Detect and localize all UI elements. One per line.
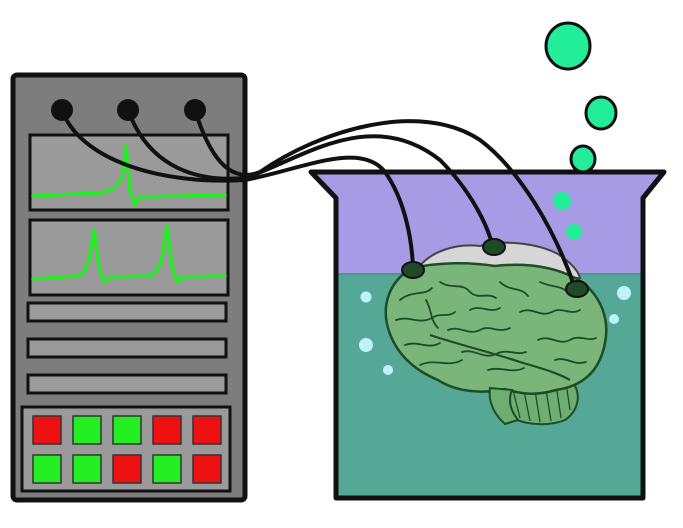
machine-slot <box>26 337 228 359</box>
panel-button-green <box>72 415 102 445</box>
cable <box>60 108 415 270</box>
machine-slot <box>26 373 228 395</box>
panel-button-red <box>192 454 222 484</box>
bubble-icon <box>359 338 373 352</box>
cable <box>126 108 495 250</box>
liquid-bubbles <box>359 286 631 375</box>
electrode-icon <box>565 280 589 298</box>
bubbles-in-glass <box>553 192 582 240</box>
machine-slot <box>26 301 228 323</box>
brain-stem <box>488 386 520 426</box>
panel-button-green <box>72 454 102 484</box>
bubble-icon <box>383 365 393 375</box>
connector-knob-icon <box>51 99 73 121</box>
waveform-line-top <box>31 144 227 207</box>
panel-button-red <box>192 415 222 445</box>
bubble-icon <box>553 192 571 210</box>
waveform-screen-bottom <box>28 218 230 297</box>
monitoring-machine-icon <box>10 72 248 503</box>
panel-button-green <box>32 454 62 484</box>
electrodes <box>401 238 589 298</box>
panel-button-green <box>112 415 142 445</box>
panel-button-green <box>152 454 182 484</box>
bubble-icon <box>566 224 582 240</box>
panel-button-red <box>152 415 182 445</box>
panel-button-red <box>32 415 62 445</box>
electrode-icon <box>401 261 425 279</box>
panel-button-red <box>112 454 142 484</box>
waveform-line-bottom <box>31 224 227 284</box>
panel-button-grid <box>32 415 222 484</box>
electrode-icon <box>482 238 506 256</box>
bubble-icon <box>569 144 597 174</box>
bubble-icon <box>360 291 372 303</box>
electrode-cables <box>60 108 577 290</box>
bubble-icon <box>617 286 631 300</box>
bubble-icon <box>584 95 618 131</box>
brain-icon <box>384 241 608 426</box>
connector-knob-icon <box>117 99 139 121</box>
cable <box>193 108 577 290</box>
rising-bubbles <box>544 21 618 174</box>
cable-connectors <box>51 99 206 121</box>
brain-lateral-fissure <box>429 333 571 381</box>
beaker-outline <box>308 169 667 501</box>
bubble-icon <box>544 21 592 71</box>
bubble-icon <box>609 314 619 324</box>
connector-knob-icon <box>184 99 206 121</box>
